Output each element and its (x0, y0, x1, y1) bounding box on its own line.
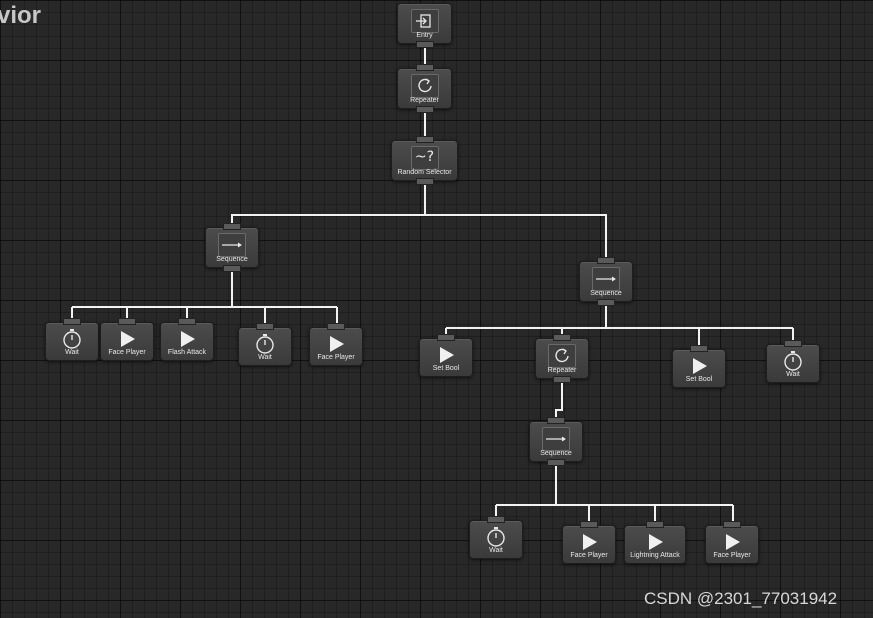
output-port[interactable] (597, 299, 615, 306)
random-selector-icon: ~? (410, 146, 439, 170)
node-wait[interactable]: Wait (238, 323, 292, 366)
input-port[interactable] (437, 334, 455, 341)
node-label: Sequence (216, 256, 248, 263)
input-port[interactable] (553, 334, 571, 341)
edge-repeater-inner-sequence (555, 383, 563, 417)
node-flash-attack[interactable]: Flash Attack (160, 318, 214, 361)
repeat-icon (548, 344, 576, 368)
input-port[interactable] (118, 318, 136, 325)
input-port[interactable] (63, 318, 81, 325)
node-face-player[interactable]: Face Player (100, 318, 154, 361)
node-label: Repeater (547, 367, 577, 374)
input-port[interactable] (415, 64, 434, 71)
play-icon (642, 531, 668, 553)
output-port[interactable] (415, 41, 434, 48)
node-sequence-inner[interactable]: Sequence (529, 417, 583, 466)
node-wait[interactable]: Wait (45, 318, 99, 361)
output-port[interactable] (553, 376, 571, 383)
stopwatch-icon (59, 328, 85, 350)
sequence-arrow-icon (592, 267, 620, 291)
graph-title: vior (0, 2, 42, 29)
node-label: Sequence (540, 450, 572, 457)
node-label: Flash Attack (167, 349, 207, 356)
node-label: Wait (786, 371, 800, 378)
node-face-player[interactable]: Face Player (309, 323, 363, 366)
input-port[interactable] (178, 318, 196, 325)
node-label: Sequence (590, 290, 622, 297)
node-label: Wait (489, 547, 503, 554)
node-label: Face Player (108, 349, 146, 356)
output-port[interactable] (415, 178, 434, 185)
node-label: Face Player (570, 552, 608, 559)
play-icon (686, 355, 712, 377)
play-icon (323, 333, 349, 355)
sequence-arrow-icon (542, 427, 570, 451)
input-port[interactable] (580, 521, 598, 528)
edge-selector-sequence-right (425, 214, 607, 257)
entry-icon (410, 9, 439, 33)
output-port[interactable] (223, 265, 241, 272)
node-label: Set Bool (685, 376, 713, 383)
node-label: Face Player (317, 354, 355, 361)
play-icon (576, 531, 602, 553)
node-wait[interactable]: Wait (766, 340, 820, 383)
input-port[interactable] (547, 417, 565, 424)
node-label: Set Bool (432, 365, 460, 372)
stopwatch-icon (252, 333, 278, 355)
node-entry[interactable]: Entry (397, 3, 452, 48)
node-repeater-right[interactable]: Repeater (535, 334, 589, 383)
node-sequence-left[interactable]: Sequence (205, 223, 259, 272)
play-icon (174, 328, 200, 350)
node-wait[interactable]: Wait (469, 516, 523, 559)
input-port[interactable] (415, 136, 434, 143)
node-face-player[interactable]: Face Player (705, 521, 759, 564)
edge-selector-sequence-left (231, 185, 426, 223)
node-random-selector[interactable]: ~? Random Selector (391, 136, 458, 185)
stopwatch-icon (483, 526, 509, 548)
play-icon (719, 531, 745, 553)
node-sequence-right[interactable]: Sequence (579, 257, 633, 306)
node-label: Repeater (410, 97, 439, 104)
input-port[interactable] (646, 521, 664, 528)
input-port[interactable] (487, 516, 505, 523)
input-port[interactable] (223, 223, 241, 230)
node-lightning-attack[interactable]: Lightning Attack (624, 521, 686, 564)
watermark-text: CSDN @2301_77031942 (644, 589, 838, 608)
stopwatch-icon (780, 350, 806, 372)
output-port[interactable] (547, 459, 565, 466)
input-port[interactable] (784, 340, 802, 347)
node-label: Wait (258, 354, 272, 361)
input-port[interactable] (690, 345, 708, 352)
node-repeater-root[interactable]: Repeater (397, 64, 452, 113)
node-label: Wait (65, 349, 79, 356)
play-icon (433, 344, 459, 366)
node-set-bool[interactable]: Set Bool (419, 334, 473, 377)
random-selector-symbol: ~? (414, 149, 435, 165)
play-icon (114, 328, 140, 350)
node-label: Lightning Attack (630, 552, 680, 559)
input-port[interactable] (597, 257, 615, 264)
node-label: Entry (416, 32, 433, 39)
input-port[interactable] (723, 521, 741, 528)
node-label: Face Player (713, 552, 751, 559)
node-face-player[interactable]: Face Player (562, 521, 616, 564)
sequence-arrow-icon (218, 233, 246, 257)
input-port[interactable] (256, 323, 274, 330)
node-label: Random Selector (397, 169, 452, 176)
repeat-icon (410, 74, 439, 98)
input-port[interactable] (327, 323, 345, 330)
node-set-bool[interactable]: Set Bool (672, 345, 726, 388)
output-port[interactable] (415, 106, 434, 113)
